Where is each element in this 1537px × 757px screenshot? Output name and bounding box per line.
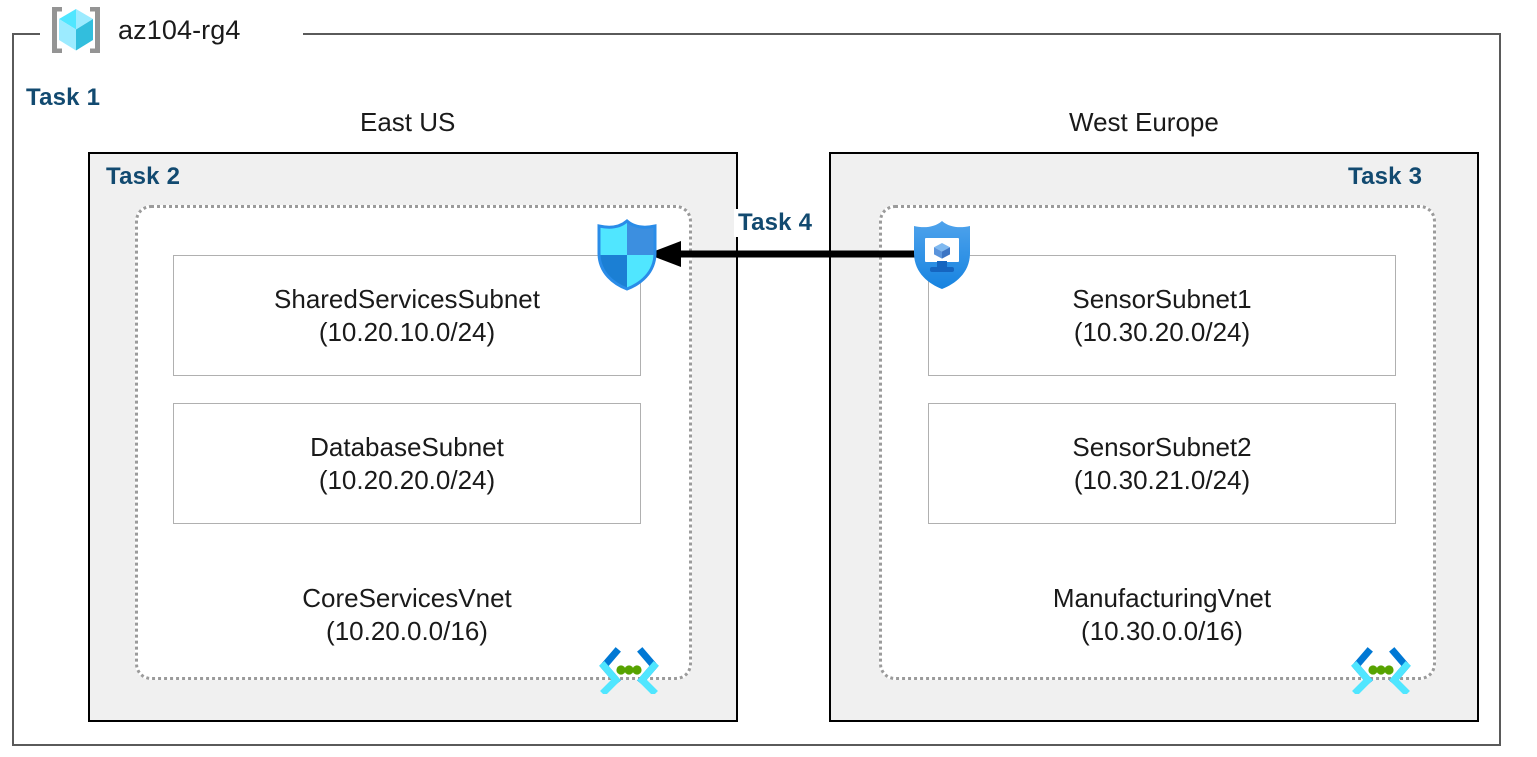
peering-arrow-icon	[647, 241, 923, 267]
task-4-label: Task 4	[734, 209, 817, 237]
task-2-label: Task 2	[106, 163, 181, 190]
subnet-box-sensorsubnet2: SensorSubnet2 (10.30.21.0/24)	[928, 403, 1396, 524]
subnet-name: DatabaseSubnet	[310, 431, 504, 462]
vnet-cidr: (10.30.0.0/16)	[1081, 615, 1243, 646]
subnet-cidr: (10.30.20.0/24)	[1073, 316, 1251, 347]
virtual-network-icon	[1351, 647, 1411, 694]
resource-group-header: az104-rg4	[48, 4, 240, 56]
region-label-east-us: East US	[360, 107, 456, 137]
region-label-west-europe: West Europe	[1069, 107, 1219, 137]
subnet-box-databasesubnet: DatabaseSubnet (10.20.20.0/24)	[173, 403, 641, 524]
subnet-name: SensorSubnet1	[1072, 283, 1252, 314]
vnet-caption-coreservicesvnet: CoreServicesVnet (10.20.0.0/16)	[173, 583, 641, 646]
vnet-name: CoreServicesVnet	[302, 583, 512, 613]
subnet-box-sharedservicessubnet: SharedServicesSubnet (10.20.10.0/24)	[173, 255, 641, 376]
subnet-name: SensorSubnet2	[1072, 431, 1252, 462]
resource-group-name: az104-rg4	[118, 14, 241, 45]
resource-group-border-top-left	[12, 33, 40, 35]
task-3-label: Task 3	[1348, 163, 1423, 190]
resource-group-border-bottom	[12, 744, 1501, 746]
resource-group-cube-icon	[52, 7, 100, 53]
vnet-caption-manufacturingvnet: ManufacturingVnet (10.30.0.0/16)	[928, 583, 1396, 646]
resource-group-border-top-right	[303, 33, 1501, 35]
subnet-box-sensorsubnet1: SensorSubnet1 (10.30.20.0/24)	[928, 255, 1396, 376]
subnet-cidr: (10.30.21.0/24)	[1073, 464, 1251, 495]
resource-group-border-right	[1499, 33, 1501, 746]
resource-group-border-left	[12, 33, 14, 746]
subnet-cidr: (10.20.10.0/24)	[318, 316, 496, 347]
subnet-name: SharedServicesSubnet	[274, 283, 540, 314]
vnet-cidr: (10.20.0.0/16)	[326, 615, 488, 646]
task-1-label: Task 1	[26, 84, 101, 111]
vnet-name: ManufacturingVnet	[1052, 583, 1272, 613]
subnet-cidr: (10.20.20.0/24)	[318, 464, 496, 495]
network-security-group-shield-icon	[597, 219, 657, 291]
vm-protection-shield-icon	[914, 221, 970, 289]
virtual-network-icon	[599, 647, 659, 694]
